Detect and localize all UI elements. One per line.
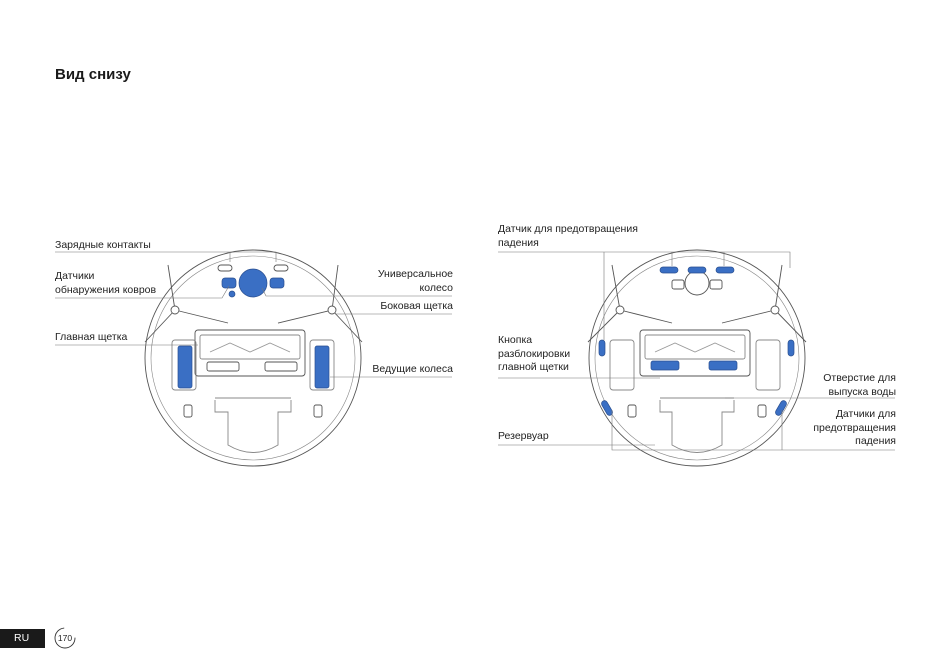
label-line: Датчик для предотвращения bbox=[498, 223, 638, 237]
label-line: Отверстие для bbox=[790, 372, 896, 386]
label-cliff-sensors-side: Датчики для предотвращения падения bbox=[790, 408, 896, 449]
drive-wheel-right bbox=[315, 346, 329, 388]
label-line: главной щетки bbox=[498, 361, 570, 375]
right-robot-illustration bbox=[588, 250, 806, 466]
label-universal-wheel: Универсальное колесо bbox=[360, 268, 453, 295]
label-unlock-button: Кнопка разблокировки главной щетки bbox=[498, 334, 570, 375]
universal-wheel bbox=[239, 269, 267, 297]
cliff-sensor-side-left-2 bbox=[600, 400, 613, 417]
label-line: обнаружения ковров bbox=[55, 284, 156, 298]
label-line: выпуска воды bbox=[790, 386, 896, 400]
unlock-button-right bbox=[709, 361, 737, 370]
cliff-sensor-top-left bbox=[660, 267, 678, 273]
cliff-sensor-side-right-1 bbox=[788, 340, 794, 356]
language-tab: RU bbox=[0, 629, 45, 648]
label-line: Универсальное bbox=[360, 268, 453, 282]
label-line: падения bbox=[790, 435, 896, 449]
label-line: колесо bbox=[360, 282, 453, 296]
cliff-sensor-top-right bbox=[716, 267, 734, 273]
label-line: разблокировки bbox=[498, 348, 570, 362]
page-number: 170 bbox=[55, 628, 75, 648]
unlock-button-left bbox=[651, 361, 679, 370]
drive-wheel-left bbox=[178, 346, 192, 388]
label-carpet-sensors: Датчики обнаружения ковров bbox=[55, 270, 156, 297]
label-reservoir: Резервуар bbox=[498, 430, 549, 444]
label-main-brush: Главная щетка bbox=[55, 331, 127, 345]
label-line: падения bbox=[498, 237, 638, 251]
label-drive-wheels: Ведущие колеса bbox=[360, 363, 453, 377]
label-line: Датчики для bbox=[790, 408, 896, 422]
cliff-sensor-top-mid bbox=[688, 267, 706, 273]
label-line: предотвращения bbox=[790, 422, 896, 436]
carpet-sensor-right bbox=[270, 278, 284, 288]
label-line: Датчики bbox=[55, 270, 156, 284]
label-water-outlet: Отверстие для выпуска воды bbox=[790, 372, 896, 399]
label-cliff-sensor-top: Датчик для предотвращения падения bbox=[498, 223, 638, 250]
label-line: Кнопка bbox=[498, 334, 570, 348]
label-side-brush: Боковая щетка bbox=[360, 300, 453, 314]
cliff-sensor-side-left-1 bbox=[599, 340, 605, 356]
label-charging-contacts: Зарядные контакты bbox=[55, 239, 151, 253]
